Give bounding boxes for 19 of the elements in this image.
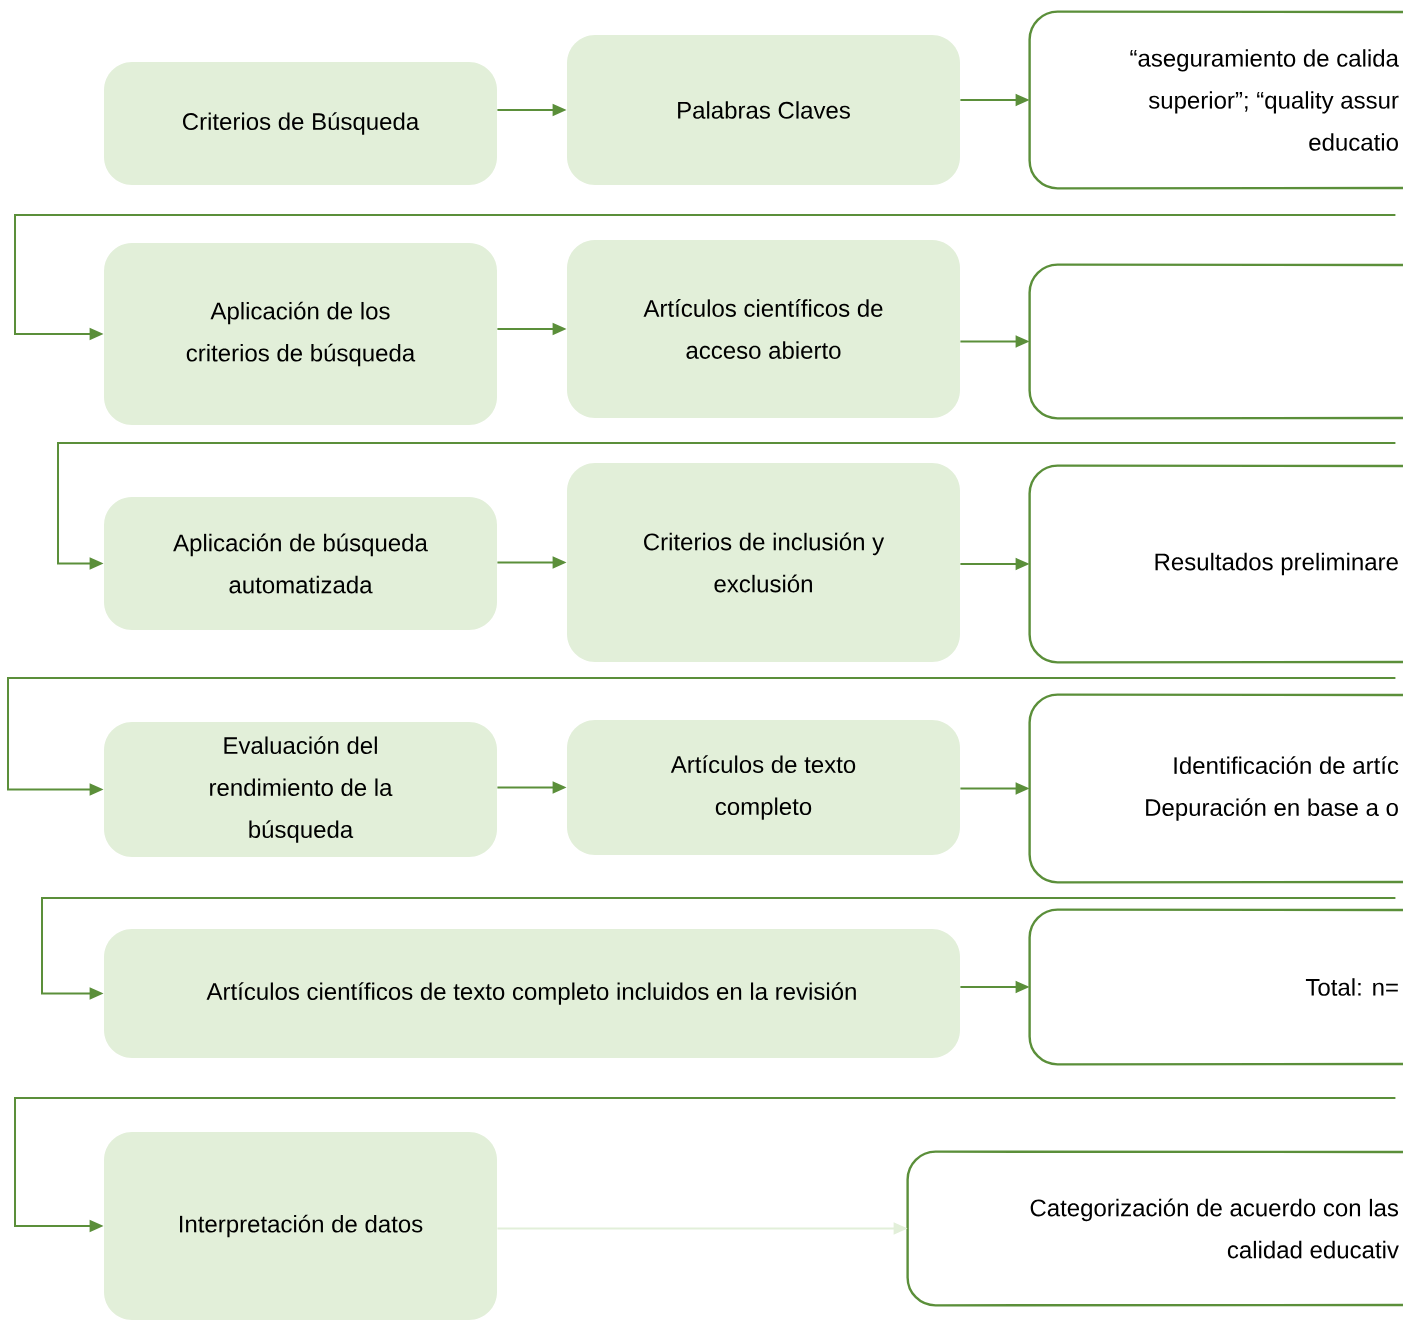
result-box: Categorización de acuerdo con las calidad educativ — [906, 1150, 1403, 1307]
result-box: Resultados preliminare — [1028, 464, 1403, 664]
result-box: Total: n= — [1028, 908, 1403, 1066]
process-box: Palabras Claves — [567, 35, 960, 185]
process-box: Evaluación del rendimiento de la búsqueda — [104, 722, 497, 857]
arrow — [7, 677, 1397, 796]
process-box: Aplicación de búsqueda automatizada — [104, 497, 497, 630]
process-box: Interpretación de datos — [104, 1132, 497, 1320]
arrow — [57, 442, 1397, 570]
process-box: Aplicación de los criterios de búsqueda — [104, 243, 497, 425]
result-box: Identificación de artíc Depuración en base a o — [1028, 693, 1403, 884]
process-box: Artículos científicos de acceso abierto — [567, 240, 960, 418]
result-box: “aseguramiento de calida superior”; “quality assur educatio — [1028, 10, 1403, 190]
arrow — [41, 897, 1397, 1000]
process-box: Criterios de Búsqueda — [104, 62, 497, 185]
process-box: Artículos científicos de texto completo incluidos en la revisión — [104, 929, 960, 1058]
empty-box — [1028, 263, 1403, 420]
process-box: Artículos de texto completo — [567, 720, 960, 855]
process-box: Criterios de inclusión y exclusión — [567, 463, 960, 662]
